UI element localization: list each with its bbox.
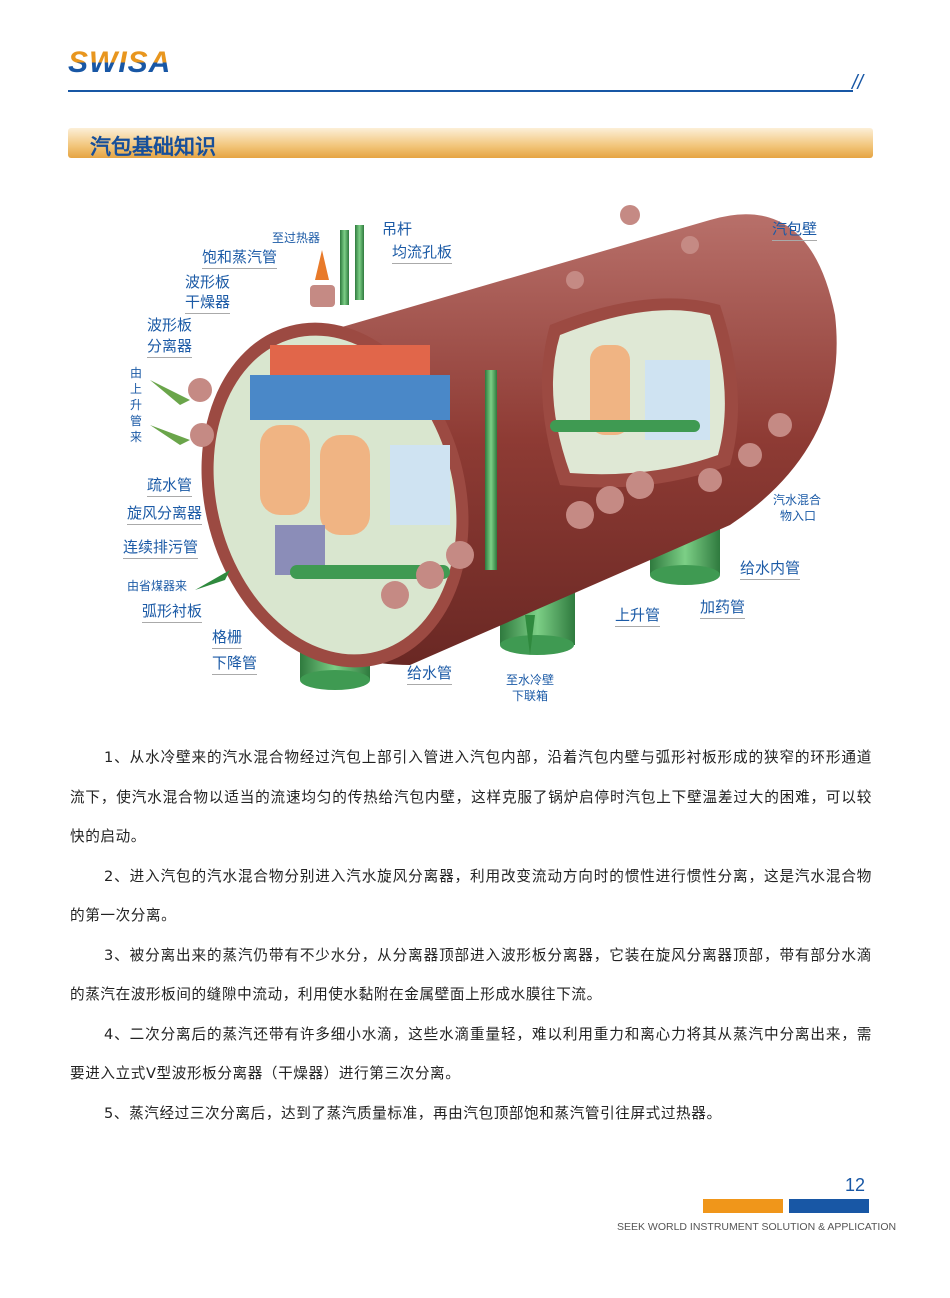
label-to-waterwall-2: 下联箱 bbox=[512, 689, 549, 703]
label-grille: 格栅 bbox=[212, 627, 243, 649]
label-continuous-blowdown: 连续排污管 bbox=[123, 537, 199, 559]
label-perforated-plate: 均流孔板 bbox=[392, 242, 453, 264]
paragraph-4: 4、二次分离后的蒸汽还带有许多细小水滴，这些水滴重量轻，难以利用重力和离心力将其… bbox=[70, 1025, 872, 1083]
label-feedwater-pipe: 给水管 bbox=[407, 663, 453, 685]
label-from-risers: 由上升管来 bbox=[130, 366, 143, 444]
label-saturated-steam-pipe: 饱和蒸汽管 bbox=[202, 247, 278, 269]
label-mixture-inlet-1: 汽水混合 bbox=[773, 493, 822, 507]
header-rule bbox=[68, 90, 853, 92]
swisa-logo: SWISA bbox=[68, 46, 172, 79]
label-corrugated-dryer-2: 干燥器 bbox=[185, 292, 231, 314]
section-banner: 汽包基础知识 bbox=[68, 128, 873, 159]
header-slash: // bbox=[852, 72, 864, 94]
label-downcomer: 下降管 bbox=[212, 653, 258, 675]
body-text: 1、从水冷壁来的汽水混合物经过汽包上部引入管进入汽包内部，沿着汽包内壁与弧形衬板… bbox=[70, 738, 872, 1133]
footer-blue-bar bbox=[789, 1199, 869, 1213]
paragraph-3: 3、被分离出来的蒸汽仍带有不少水分，从分离器顶部进入波形板分离器，它装在旋风分离… bbox=[70, 946, 872, 1004]
paragraph-2: 2、进入汽包的汽水混合物分别进入汽水旋风分离器，利用改变流动方向时的惯性进行惯性… bbox=[70, 867, 872, 925]
paragraph-1: 1、从水冷壁来的汽水混合物经过汽包上部引入管进入汽包内部，沿着汽包内壁与弧形衬板… bbox=[70, 749, 872, 845]
paragraph-5: 5、蒸汽经过三次分离后，达到了蒸汽质量标准，再由汽包顶部饱和蒸汽管引往屏式过热器… bbox=[104, 1104, 722, 1122]
label-feedwater-inner-pipe: 给水内管 bbox=[740, 558, 801, 580]
label-cyclone-separator: 旋风分离器 bbox=[127, 503, 203, 525]
label-corrugated-dryer-1: 波形板 bbox=[185, 273, 231, 291]
label-riser: 上升管 bbox=[615, 605, 661, 627]
label-mixture-inlet-2: 物入口 bbox=[780, 509, 817, 523]
steam-drum-illustration bbox=[150, 205, 837, 690]
page-number: 12 bbox=[845, 1175, 866, 1195]
label-arc-liner: 弧形衬板 bbox=[142, 601, 203, 623]
footer-orange-bar bbox=[703, 1199, 783, 1213]
label-drum-wall: 汽包壁 bbox=[772, 219, 818, 241]
label-hanger-rod: 吊杆 bbox=[382, 220, 413, 238]
label-dosing-pipe: 加药管 bbox=[700, 597, 746, 619]
label-corrugated-separator-2: 分离器 bbox=[147, 336, 193, 358]
label-drain-pipe: 疏水管 bbox=[147, 475, 193, 497]
label-to-waterwall-1: 至水冷壁 bbox=[506, 673, 555, 687]
steam-drum-diagram: 至过热器 饱和蒸汽管 吊杆 均流孔板 汽包壁 波形板 干燥器 波形板 分离器 由… bbox=[110, 195, 850, 715]
footer-tagline: SEEK WORLD INSTRUMENT SOLUTION & APPLICA… bbox=[617, 1221, 897, 1233]
label-to-superheater: 至过热器 bbox=[272, 231, 321, 245]
section-title: 汽包基础知识 bbox=[90, 135, 216, 159]
label-corrugated-separator-1: 波形板 bbox=[147, 316, 193, 334]
label-from-economizer: 由省煤器来 bbox=[127, 579, 188, 593]
